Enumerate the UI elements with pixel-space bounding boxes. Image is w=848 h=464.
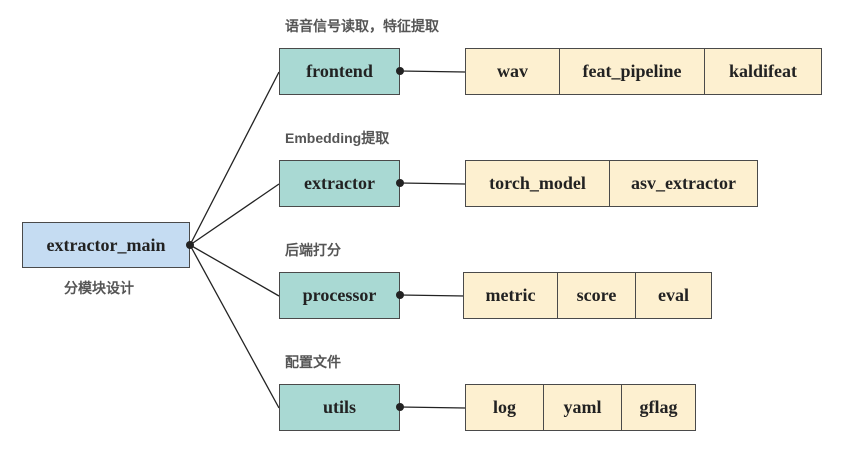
submodule-metric: metric <box>485 285 536 305</box>
submodule-score: score <box>557 273 635 318</box>
submodule-yaml: yaml <box>543 385 621 430</box>
submodule-torch-model: torch_model <box>489 173 586 193</box>
utils-node: utils <box>279 384 400 431</box>
frontend-caption: 语音信号读取，特征提取 <box>285 18 439 34</box>
submodule-asv-extractor: asv_extractor <box>609 161 757 206</box>
frontend-connector-dot <box>396 67 404 75</box>
extractor-caption: Embedding提取 <box>285 130 390 146</box>
submodule-eval: eval <box>635 273 711 318</box>
link-utils-items <box>399 406 466 409</box>
processor-submodules: metric score eval <box>463 272 712 319</box>
root-connector-dot <box>186 241 194 249</box>
root-label: extractor_main <box>46 234 166 255</box>
submodule-kaldifeat: kaldifeat <box>704 49 821 94</box>
link-root-processor <box>189 244 280 297</box>
processor-caption: 后端打分 <box>285 242 341 258</box>
root-caption: 分模块设计 <box>64 280 134 296</box>
processor-connector-dot <box>396 291 404 299</box>
extractor-label: extractor <box>304 173 375 193</box>
processor-node: processor <box>279 272 400 319</box>
link-root-extractor <box>189 183 280 246</box>
utils-caption: 配置文件 <box>285 354 341 370</box>
root-node: extractor_main <box>22 222 190 268</box>
utils-label: utils <box>322 397 356 417</box>
submodule-gflag: gflag <box>621 385 695 430</box>
link-extractor-items <box>399 182 466 185</box>
link-frontend-items <box>399 70 466 73</box>
utils-submodules: log yaml gflag <box>465 384 696 431</box>
utils-connector-dot <box>396 403 404 411</box>
extractor-connector-dot <box>396 179 404 187</box>
extractor-submodules: torch_model asv_extractor <box>465 160 758 207</box>
frontend-node: frontend <box>279 48 400 95</box>
extractor-node: extractor <box>279 160 400 207</box>
processor-label: processor <box>302 285 377 305</box>
frontend-submodules: wav feat_pipeline kaldifeat <box>465 48 822 95</box>
link-root-frontend <box>189 71 280 246</box>
submodule-feat-pipeline: feat_pipeline <box>559 49 704 94</box>
link-processor-items <box>399 294 466 297</box>
frontend-label: frontend <box>306 61 373 81</box>
link-root-utils <box>189 244 280 409</box>
submodule-wav: wav <box>497 61 528 81</box>
submodule-log: log <box>492 397 516 417</box>
